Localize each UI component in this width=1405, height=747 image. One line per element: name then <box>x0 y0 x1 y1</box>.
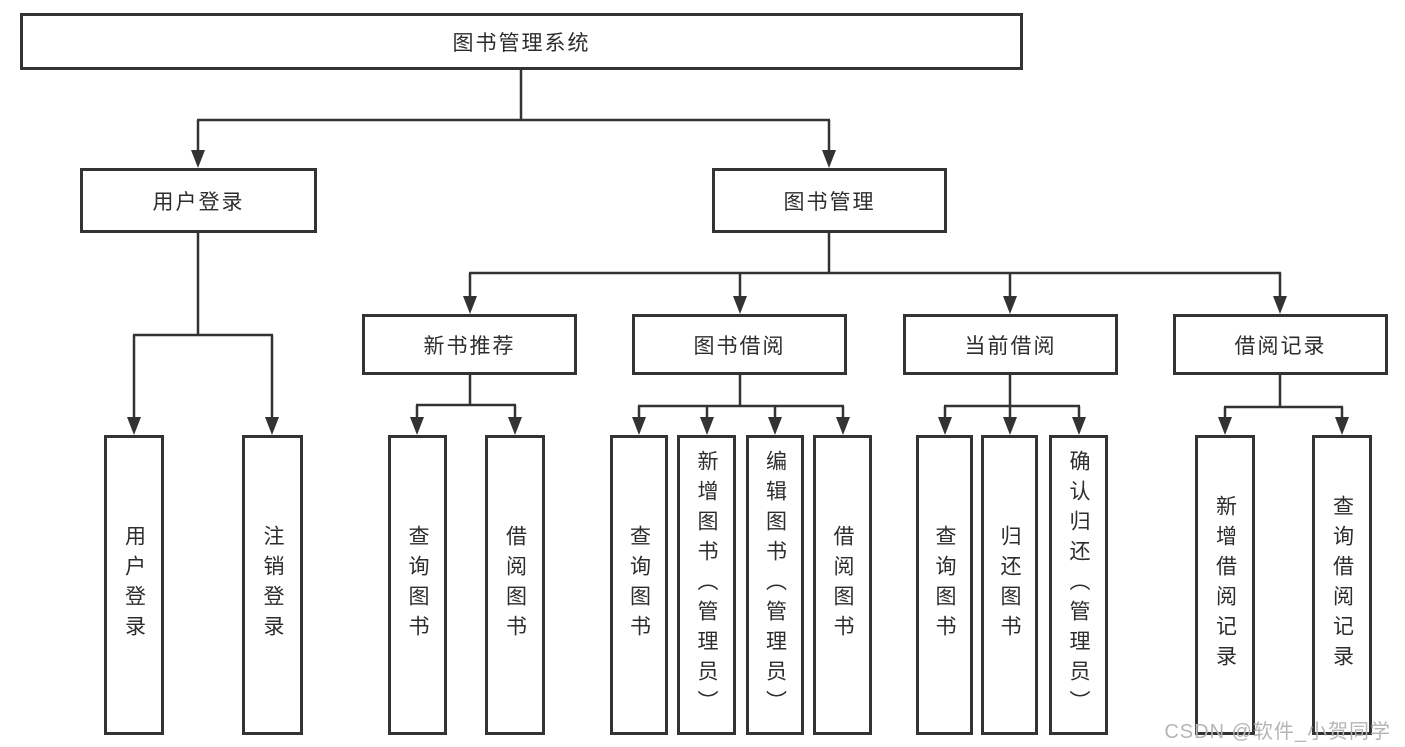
arrow-down-icon <box>1335 417 1349 435</box>
node-library-management-system: 图书管理系统 <box>20 13 1023 70</box>
arrow-down-icon <box>1003 296 1017 314</box>
leaf-borrow-books-recommend: 借阅图书 <box>485 435 545 735</box>
arrow-down-icon <box>733 296 747 314</box>
node-book-management: 图书管理 <box>712 168 947 233</box>
arrow-down-icon <box>508 417 522 435</box>
arrow-down-icon <box>632 417 646 435</box>
node-borrowing-records: 借阅记录 <box>1173 314 1388 375</box>
leaf-logout: 注销登录 <box>242 435 303 735</box>
node-user-login: 用户登录 <box>80 168 317 233</box>
arrow-down-icon <box>768 417 782 435</box>
arrow-down-icon <box>1003 417 1017 435</box>
node-new-book-recommend: 新书推荐 <box>362 314 577 375</box>
arrow-down-icon <box>1273 296 1287 314</box>
arrow-down-icon <box>1218 417 1232 435</box>
leaf-confirm-return-admin: 确认归还（管理员） <box>1049 435 1108 735</box>
leaf-query-books-recommend: 查询图书 <box>388 435 447 735</box>
node-current-borrowing: 当前借阅 <box>903 314 1118 375</box>
arrow-down-icon <box>938 417 952 435</box>
arrow-down-icon <box>1072 417 1086 435</box>
leaf-add-books-admin: 新增图书（管理员） <box>677 435 736 735</box>
leaf-user-login: 用户登录 <box>104 435 164 735</box>
leaf-query-borrow-record: 查询借阅记录 <box>1312 435 1372 735</box>
arrow-down-icon <box>127 417 141 435</box>
arrow-down-icon <box>822 150 836 168</box>
arrow-down-icon <box>265 417 279 435</box>
node-book-borrowing: 图书借阅 <box>632 314 847 375</box>
arrow-down-icon <box>463 296 477 314</box>
leaf-query-books-borrowing: 查询图书 <box>610 435 668 735</box>
leaf-borrow-books: 借阅图书 <box>813 435 872 735</box>
leaf-edit-books-admin: 编辑图书（管理员） <box>746 435 804 735</box>
arrow-down-icon <box>836 417 850 435</box>
leaf-query-books-current: 查询图书 <box>916 435 973 735</box>
watermark: CSDN @软件_小贺同学 <box>1164 721 1391 743</box>
leaf-return-books: 归还图书 <box>981 435 1038 735</box>
arrow-down-icon <box>191 150 205 168</box>
arrow-down-icon <box>410 417 424 435</box>
arrow-down-icon <box>700 417 714 435</box>
leaf-add-borrow-record: 新增借阅记录 <box>1195 435 1255 735</box>
